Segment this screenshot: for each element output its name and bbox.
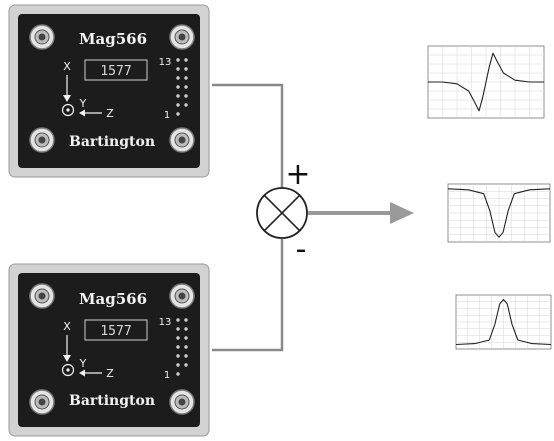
screw-icon bbox=[29, 283, 55, 309]
axis-z-label: Z bbox=[106, 107, 114, 120]
screw-icon bbox=[29, 389, 55, 415]
axis-x-arrowhead-icon bbox=[63, 95, 71, 102]
chart-series-line bbox=[428, 52, 544, 112]
sensor-serial-label: 1577 bbox=[100, 64, 131, 79]
axis-y-dot-icon bbox=[66, 368, 70, 372]
plus-sign-label: + bbox=[285, 157, 310, 192]
axis-y-dot-icon bbox=[66, 108, 70, 112]
connector-pins bbox=[176, 318, 188, 376]
screw-icon bbox=[169, 127, 195, 153]
axis-z-arrowhead-icon bbox=[79, 109, 85, 117]
serial-display-frame bbox=[84, 59, 148, 81]
summing-junction bbox=[256, 187, 308, 239]
wire-top-to-junction bbox=[212, 83, 284, 188]
chart-series-line bbox=[455, 298, 552, 346]
axis-y-label: Y bbox=[79, 357, 87, 370]
sensor-model-label: Mag566 bbox=[79, 290, 147, 308]
mini-chart-1 bbox=[427, 45, 545, 119]
pin-top-label: 13 bbox=[159, 57, 172, 68]
screw-icon bbox=[29, 127, 55, 153]
screw-icon bbox=[169, 389, 195, 415]
sensor-bottom-body bbox=[18, 273, 200, 427]
sensor-top-body bbox=[18, 14, 200, 168]
pin-bottom-label: 1 bbox=[164, 110, 170, 121]
sensor-brand-label: Bartington bbox=[69, 134, 155, 150]
axis-y-out-of-plane-icon bbox=[61, 103, 75, 117]
chart-series-line bbox=[447, 188, 551, 238]
sensor-serial-label: 1577 bbox=[100, 324, 131, 339]
pin-bottom-label: 1 bbox=[164, 370, 170, 381]
pin-top-label: 13 bbox=[159, 317, 172, 328]
screw-icon bbox=[29, 24, 55, 50]
output-arrow-head-icon bbox=[390, 202, 414, 224]
mini-chart-2 bbox=[447, 183, 551, 243]
output-charts bbox=[427, 45, 552, 350]
connector-pins bbox=[176, 58, 188, 116]
screw-icon bbox=[169, 24, 195, 50]
axis-z-label: Z bbox=[106, 367, 114, 380]
sensor-model-label: Mag566 bbox=[79, 30, 147, 48]
wire-bottom-to-junction bbox=[212, 239, 284, 352]
screw-icon bbox=[169, 283, 195, 309]
axis-x-arrowhead-icon bbox=[63, 355, 71, 362]
mini-chart-3 bbox=[455, 294, 552, 350]
minus-sign-label: - bbox=[296, 232, 307, 267]
serial-display-frame bbox=[84, 319, 148, 341]
sensor-top: Mag566 1577 Bartington X Y Z 13 1 bbox=[8, 4, 210, 178]
axis-x-label: X bbox=[63, 320, 71, 333]
sensor-brand-label: Bartington bbox=[69, 393, 155, 409]
axis-x-label: X bbox=[63, 60, 71, 73]
axis-y-out-of-plane-icon bbox=[61, 363, 75, 377]
axis-y-label: Y bbox=[79, 97, 87, 110]
axis-z-arrowhead-icon bbox=[79, 369, 85, 377]
sensor-bottom: Mag566 1577 Bartington X Y Z 13 1 bbox=[8, 263, 210, 437]
